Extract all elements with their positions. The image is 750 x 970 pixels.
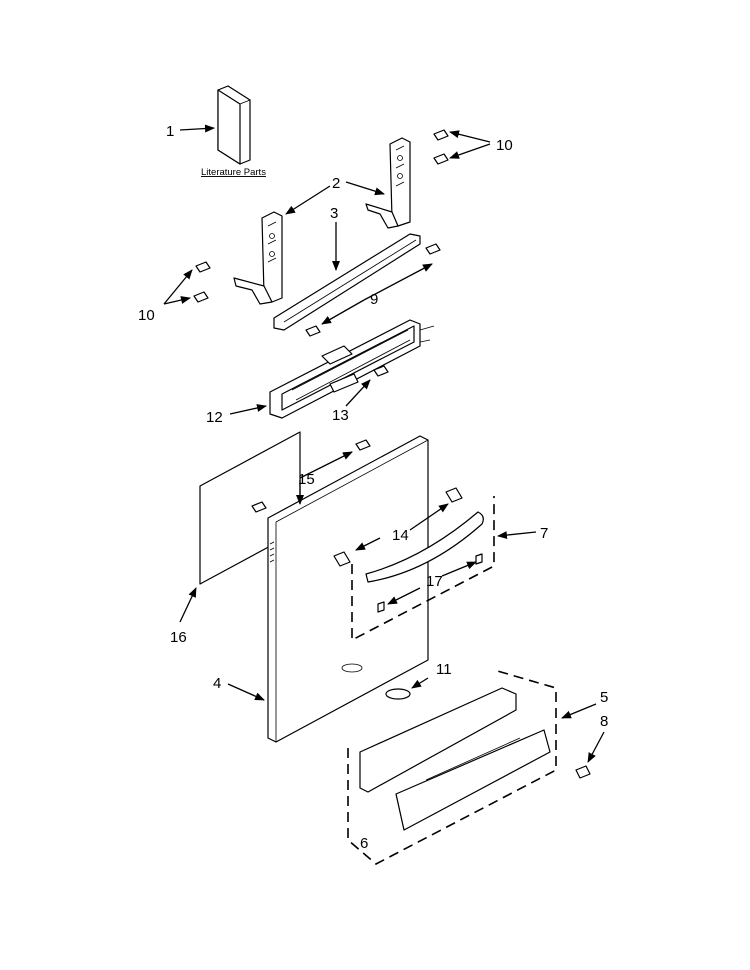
callout-7: 7 — [540, 525, 548, 542]
door-panel — [267, 435, 429, 743]
bracket-right — [365, 137, 411, 229]
literature-parts: Literature Parts — [201, 85, 266, 178]
callout-4: 4 — [213, 675, 221, 692]
callout-8: 8 — [600, 713, 608, 730]
callout-lines — [163, 124, 605, 763]
callout-15: 15 — [298, 471, 315, 488]
callout-12: 12 — [206, 409, 223, 426]
handle-kit — [333, 487, 495, 642]
callout-labels: 1 2 3 4 5 6 7 8 9 10 10 11 12 13 14 15 1… — [138, 123, 608, 852]
callout-1: 1 — [166, 123, 174, 140]
bracket-left — [233, 211, 283, 305]
grommet — [385, 688, 411, 700]
callout-3: 3 — [330, 205, 338, 222]
callout-17: 17 — [426, 573, 443, 590]
callout-14: 14 — [392, 527, 409, 544]
callout-2: 2 — [332, 175, 340, 192]
toe-panel-kit — [347, 669, 557, 865]
callout-10-top: 10 — [496, 137, 513, 154]
control-housing — [269, 319, 435, 419]
callout-10-left: 10 — [138, 307, 155, 324]
callout-13: 13 — [332, 407, 349, 424]
callout-11: 11 — [436, 661, 452, 678]
screws-10-left — [193, 261, 211, 303]
toe-screw-8 — [575, 765, 591, 779]
literature-label: Literature Parts — [201, 167, 266, 178]
callout-5: 5 — [600, 689, 608, 706]
callout-16: 16 — [170, 629, 187, 646]
top-rail — [273, 233, 421, 331]
screws-9 — [305, 243, 441, 337]
screws-15 — [251, 439, 371, 513]
callout-6: 6 — [360, 835, 368, 852]
screw-13 — [373, 365, 389, 377]
screws-10-right — [433, 129, 449, 165]
callout-9: 9 — [370, 291, 378, 308]
